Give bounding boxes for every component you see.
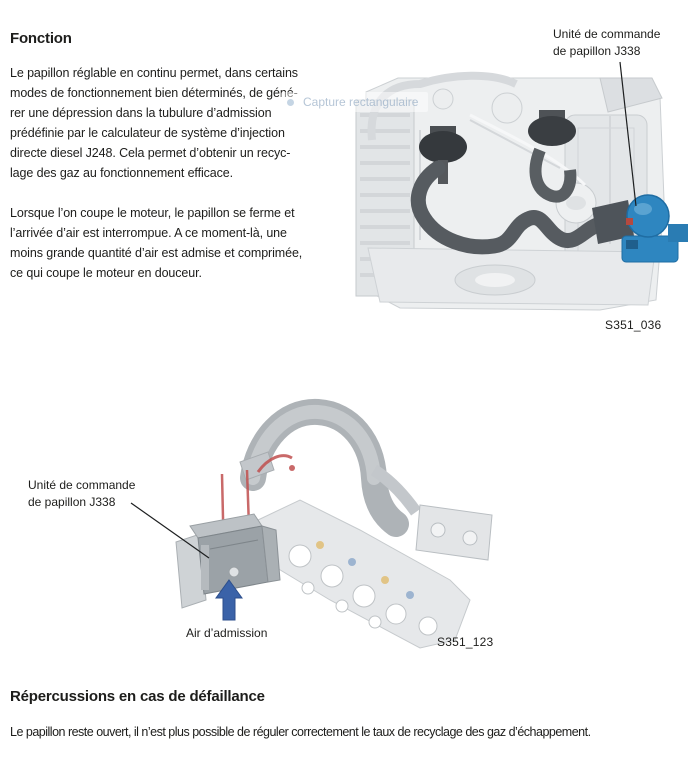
engine-base bbox=[355, 71, 665, 311]
figure2-caption: S351_123 bbox=[437, 635, 494, 649]
throttle-body-unit bbox=[175, 513, 281, 609]
defaillance-paragraph: Le papillon reste ouvert, il n’est plus … bbox=[10, 725, 591, 739]
intake-manifold bbox=[239, 398, 493, 561]
figure1-engine-illustration bbox=[355, 61, 688, 311]
figure1-caption: S351_036 bbox=[605, 318, 662, 332]
section-heading-defaillance: Répercussions en cas de défaillance bbox=[10, 688, 265, 705]
figure1-label-j338: Unité de commande de papillon J338 bbox=[553, 27, 661, 58]
figure2-throttle-illustration bbox=[130, 398, 493, 649]
cylinder-head bbox=[249, 499, 471, 649]
figure1-leader-line bbox=[619, 61, 637, 207]
intake-hose bbox=[410, 160, 634, 255]
figure2-label-j338: Unité de commande de papillon J338 bbox=[28, 478, 136, 509]
throttle-unit-highlight bbox=[592, 194, 688, 263]
air-intake-label: Air d’admission bbox=[186, 626, 268, 640]
air-intake-arrow bbox=[215, 579, 243, 621]
fonction-paragraph-2: Lorsque l’on coupe le moteur, le papillo… bbox=[10, 206, 303, 280]
figure2-leader-line bbox=[130, 502, 210, 559]
section-heading-fonction: Fonction bbox=[10, 30, 72, 47]
fonction-paragraph-1: Le papillon réglable en continu permet, … bbox=[10, 66, 298, 180]
